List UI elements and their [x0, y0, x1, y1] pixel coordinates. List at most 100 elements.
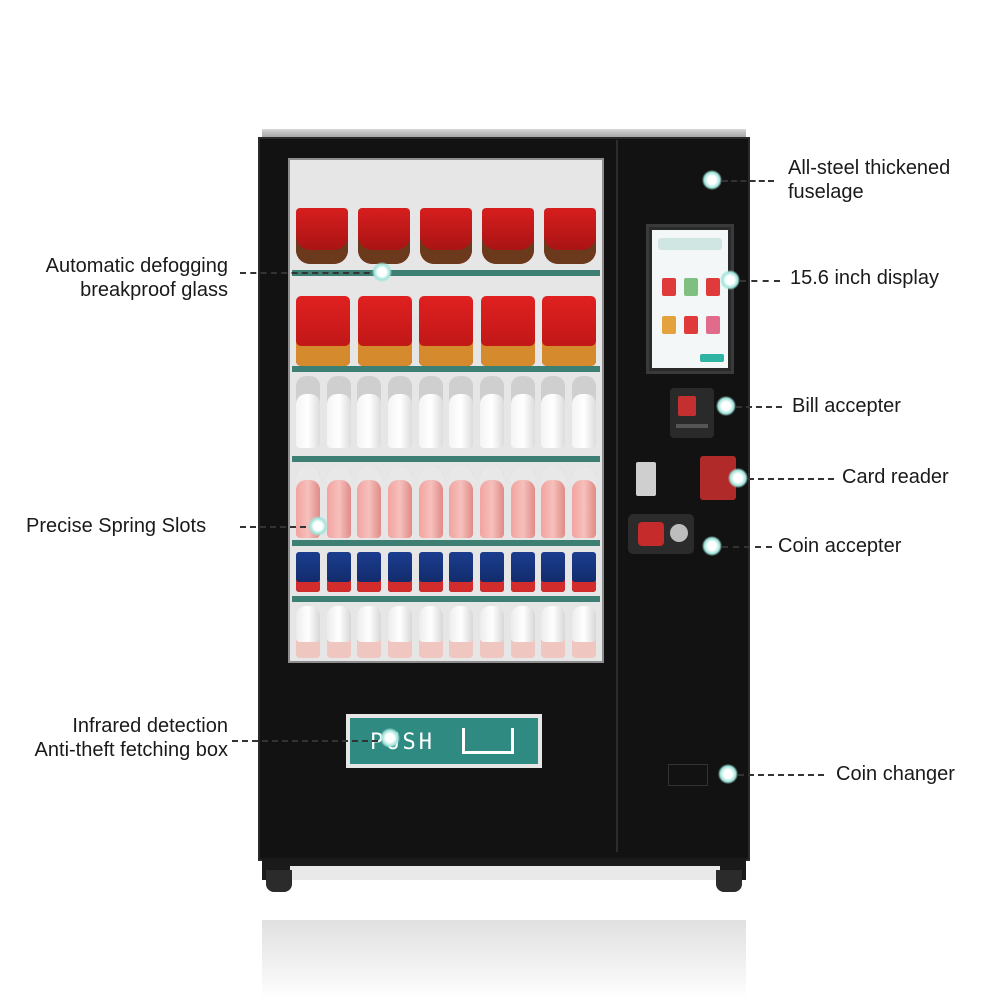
shelf-rail [292, 540, 600, 546]
callout-dot [380, 728, 400, 748]
callout-dot [720, 270, 740, 290]
water-bottle [326, 376, 351, 448]
soda-can [357, 552, 382, 592]
door-lock [636, 462, 656, 496]
callout-glass-line2: breakproof glass [80, 279, 228, 301]
juice-bottle [571, 466, 596, 538]
shelf-chips [296, 296, 596, 366]
coin-slot [670, 524, 688, 542]
shelf-rail [292, 366, 600, 372]
left-wheel [266, 870, 292, 892]
milk-bottle [387, 606, 412, 658]
water-bottle [479, 376, 504, 448]
callout-line [240, 272, 380, 274]
soda-can [541, 552, 566, 592]
callout-line [232, 740, 388, 742]
juice-bottle [357, 466, 382, 538]
soda-can [510, 552, 535, 592]
noodle-cup [420, 208, 472, 264]
soda-can [418, 552, 443, 592]
callout-glass: Automatic defogging breakproof glass [12, 254, 228, 302]
milk-bottle [357, 606, 382, 658]
callout-fetch-line2: Anti-theft fetching box [34, 739, 228, 761]
callout-card: Card reader [842, 466, 949, 488]
product-thumb [662, 316, 676, 334]
callout-glass-line1: Automatic defogging [45, 255, 228, 277]
callout-fuselage-line2: fuselage [788, 181, 864, 203]
chips-bag [480, 296, 535, 366]
callout-spring: Precise Spring Slots [26, 515, 207, 537]
shelf-milk [296, 606, 596, 658]
callout-fetch-line1: Infrared detection [72, 715, 228, 737]
milk-bottle [418, 606, 443, 658]
soda-can [479, 552, 504, 592]
callout-dot [702, 170, 722, 190]
soda-can [326, 552, 351, 592]
water-bottle [387, 376, 412, 448]
water-bottle [418, 376, 443, 448]
bill-accepter[interactable] [670, 388, 714, 438]
callout-fuselage: All-steel thickened fuselage [788, 156, 950, 204]
shelf-rail [292, 456, 600, 462]
callout-line [740, 280, 780, 282]
soda-can [449, 552, 474, 592]
callout-fuselage-line1: All-steel thickened [788, 157, 951, 179]
tray-icon [462, 728, 514, 754]
right-wheel [716, 870, 742, 892]
bill-slot [676, 424, 708, 428]
bill-accepter-screen [678, 396, 696, 416]
chips-bag [357, 296, 412, 366]
water-bottle [449, 376, 474, 448]
machine-base-panel [290, 866, 720, 880]
pay-button [700, 354, 724, 362]
callout-dot [716, 396, 736, 416]
callout-coin-accepter: Coin accepter [778, 535, 902, 557]
water-bottle [357, 376, 382, 448]
shelf-noodles [296, 208, 596, 264]
chips-bag [542, 296, 596, 366]
callout-bill: Bill accepter [792, 395, 901, 417]
callout-dot [308, 516, 328, 536]
floor-reflection [262, 920, 746, 1000]
shelf-rail [292, 596, 600, 602]
touch-display[interactable] [646, 224, 734, 374]
milk-bottle [296, 606, 320, 658]
callout-line [738, 774, 824, 776]
shelf-cans [296, 552, 596, 592]
callout-fetch: Infrared detection Anti-theft fetching b… [12, 714, 228, 762]
juice-bottle [418, 466, 443, 538]
milk-bottle [449, 606, 474, 658]
noodle-cup [482, 208, 534, 264]
soda-can [571, 552, 596, 592]
machine-top-trim [262, 129, 746, 139]
chips-bag [296, 296, 350, 366]
product-thumb [706, 278, 720, 296]
product-thumb [684, 278, 698, 296]
callout-dot [718, 764, 738, 784]
display-header [658, 238, 722, 250]
milk-bottle [510, 606, 535, 658]
callout-line [240, 526, 316, 528]
noodle-cup [544, 208, 596, 264]
shelf-water [296, 376, 596, 448]
juice-bottle [387, 466, 412, 538]
coin-return-lever[interactable] [638, 522, 664, 546]
callout-coin-changer: Coin changer [836, 763, 955, 785]
shelf-rail [292, 270, 600, 276]
water-bottle [296, 376, 320, 448]
callout-display: 15.6 inch display [790, 267, 939, 289]
display-screen [652, 230, 728, 368]
milk-bottle [571, 606, 596, 658]
coin-accepter[interactable] [628, 514, 694, 554]
noodle-cup [296, 208, 348, 264]
coin-changer[interactable] [668, 764, 708, 786]
juice-bottle [541, 466, 566, 538]
noodle-cup [358, 208, 410, 264]
juice-bottle [449, 466, 474, 538]
callout-dot [372, 262, 392, 282]
water-bottle [541, 376, 566, 448]
juice-bottle [510, 466, 535, 538]
panel-divider [616, 140, 618, 852]
shelf-juice [296, 466, 596, 538]
